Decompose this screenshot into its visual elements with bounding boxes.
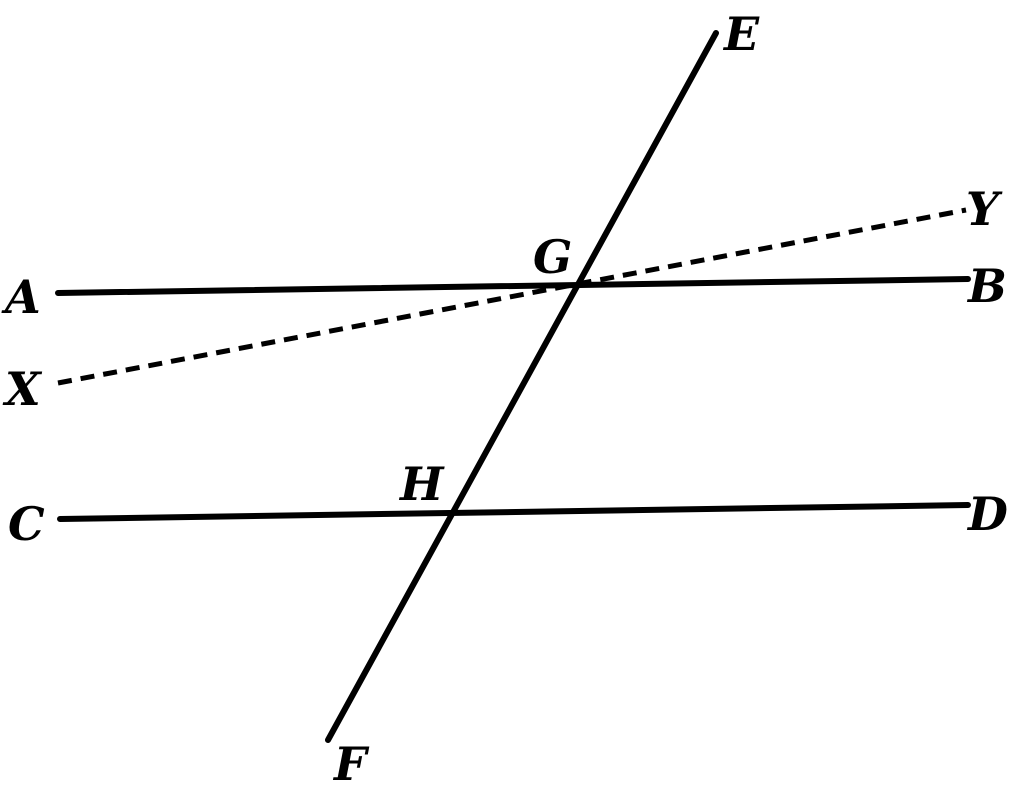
label-g: G: [533, 230, 572, 284]
transversal-ef: [325, 30, 719, 743]
label-b: B: [966, 259, 1007, 313]
label-c: C: [8, 497, 45, 551]
label-e: E: [722, 7, 760, 61]
label-d: D: [966, 487, 1008, 541]
label-y: Y: [966, 182, 1003, 236]
label-a: A: [1, 270, 41, 324]
line-ab: [55, 276, 971, 296]
line-cd: [57, 502, 971, 522]
label-x: X: [2, 362, 43, 416]
label-h: H: [398, 457, 445, 511]
label-f: F: [332, 737, 370, 785]
dashed-line-xy: [57, 207, 967, 386]
